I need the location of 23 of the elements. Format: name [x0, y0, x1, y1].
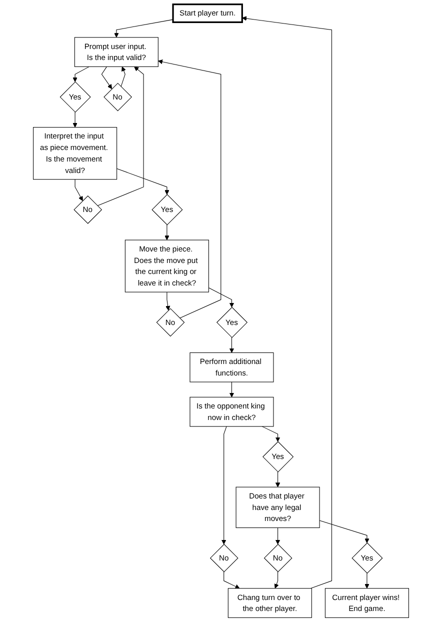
arrow	[72, 112, 78, 128]
arrow	[74, 179, 83, 202]
arrow	[224, 572, 240, 589]
arrow	[275, 472, 280, 488]
arrow	[120, 66, 126, 87]
arrow	[97, 66, 144, 206]
arrow	[166, 292, 170, 311]
arrow	[274, 572, 279, 589]
arrow	[229, 382, 234, 398]
arrow	[242, 16, 332, 589]
arrow	[72, 66, 90, 82]
arrow	[164, 224, 170, 240]
arrow	[158, 60, 222, 318]
arrow	[101, 66, 112, 90]
arrow	[116, 168, 170, 195]
arrow	[208, 287, 234, 308]
arrow	[229, 337, 234, 353]
arrow	[364, 572, 370, 589]
arrow	[319, 520, 370, 544]
arrow	[275, 527, 280, 544]
arrow	[262, 426, 280, 442]
arrow	[114, 19, 174, 38]
arrow	[221, 426, 227, 544]
